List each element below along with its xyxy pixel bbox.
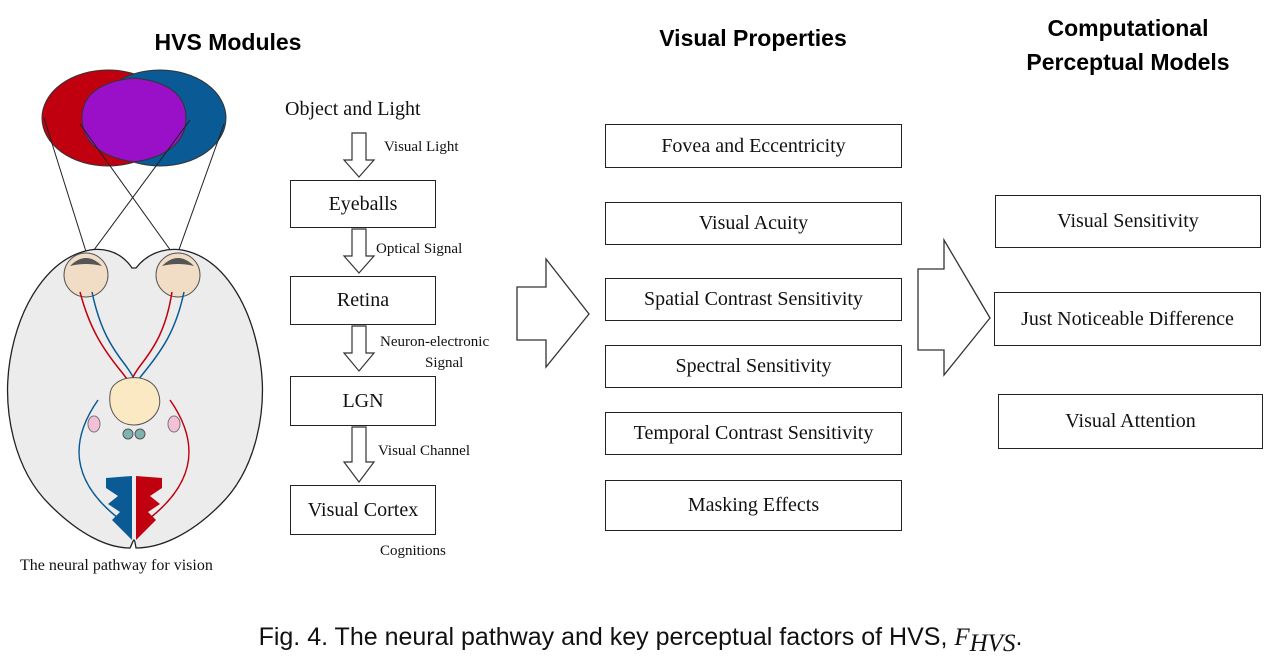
brain-caption: The neural pathway for vision: [20, 557, 213, 574]
brain-illustration: [7, 69, 263, 549]
right-visual-cortex: [136, 476, 162, 540]
pathway-arrows: [342, 132, 376, 483]
property-box: Masking Effects: [605, 480, 902, 531]
sight-lines: [43, 117, 225, 259]
caption-suffix: .: [1015, 623, 1023, 651]
cognitions-label: Cognitions: [380, 543, 446, 559]
property-box: Visual Acuity: [605, 202, 902, 245]
retina-box: Retina: [290, 276, 436, 325]
thalamus: [109, 377, 161, 426]
model-box: Just Noticeable Difference: [994, 292, 1261, 346]
left-visual-cortex: [106, 476, 132, 540]
property-box: Fovea and Eccentricity: [605, 124, 902, 168]
caption-symbol: F: [954, 624, 970, 651]
visual-channel-label: Visual Channel: [378, 443, 470, 459]
caption-subscript: HVS: [969, 630, 1016, 657]
overlap-visual-field: [81, 77, 187, 163]
hvs-modules-title: HVS Modules: [154, 29, 302, 55]
down-arrow-4: [342, 426, 376, 483]
visual-light-label: Visual Light: [384, 139, 459, 155]
object-and-light-label: Object and Light: [285, 98, 421, 120]
figure-caption: Fig. 4. The neural pathway and key perce…: [0, 623, 1281, 658]
property-box: Temporal Contrast Sensitivity: [605, 412, 902, 455]
property-box: Spectral Sensitivity: [605, 345, 902, 388]
model-box: Visual Sensitivity: [995, 195, 1261, 248]
down-arrow-3: [342, 325, 376, 372]
computational-title-line2: Perceptual Models: [1026, 49, 1230, 75]
visual-properties-title: Visual Properties: [659, 25, 847, 51]
property-box: Spatial Contrast Sensitivity: [605, 278, 902, 321]
caption-text: Fig. 4. The neural pathway and key perce…: [258, 623, 955, 651]
signal-label: Signal: [425, 355, 464, 371]
right-arrow-to-properties: [516, 257, 590, 369]
neuron-electronic-label: Neuron-electronic: [380, 334, 490, 350]
down-arrow-1: [342, 132, 376, 178]
computational-title-line1: Computational: [1047, 15, 1209, 41]
right-lgn: [167, 415, 181, 433]
lgn-box: LGN: [290, 376, 436, 426]
model-box: Visual Attention: [998, 394, 1263, 449]
visual-cortex-box: Visual Cortex: [290, 485, 436, 535]
left-lgn: [87, 415, 101, 433]
eyeballs-box: Eyeballs: [290, 180, 436, 228]
down-arrow-2: [342, 228, 376, 274]
optical-signal-label: Optical Signal: [376, 241, 463, 257]
right-arrow-to-models: [917, 237, 991, 377]
